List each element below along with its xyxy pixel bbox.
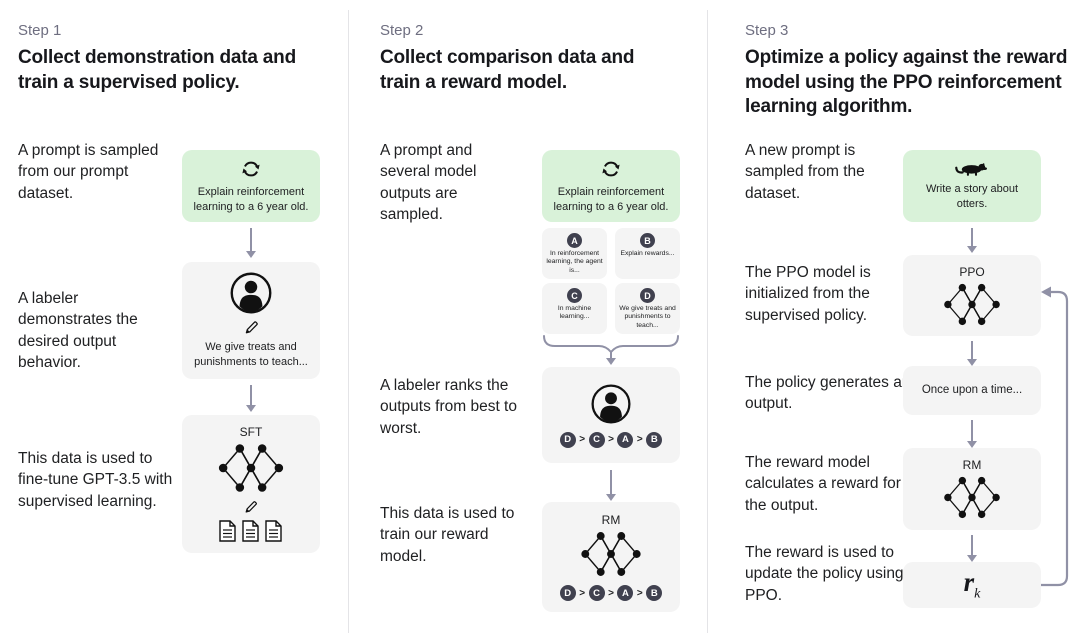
- step1-label: Step 1: [18, 22, 62, 39]
- step3-prompt-text: Write a story about otters.: [925, 182, 1019, 210]
- arrow-down-icon: [967, 341, 977, 366]
- rank-separator: >: [608, 434, 614, 445]
- step3-prompt-box: Write a story about otters.: [903, 150, 1041, 222]
- step2-ranking-box: D > C > A > B: [542, 367, 680, 463]
- rank-separator: >: [579, 434, 586, 445]
- rank-separator: >: [608, 587, 614, 599]
- arrow-down-icon: [967, 420, 977, 448]
- arrow-down-icon: [246, 385, 256, 412]
- rank-separator: >: [579, 587, 586, 599]
- labeler-person-icon: [230, 273, 272, 314]
- reward-symbol: r: [963, 567, 975, 598]
- step1-sft-box: SFT: [182, 415, 320, 553]
- cycle-icon: [242, 161, 260, 177]
- step1-labeler-text: We give treats and punishments to teach.…: [194, 341, 308, 368]
- step2-prompt-text: Explain reinforcement learning to a 6 ye…: [553, 185, 669, 213]
- step1-text-finetune: This data is used to fine-tune GPT-3.5 w…: [18, 450, 173, 510]
- step3-text-update-policy: The reward is used to update the policy …: [745, 544, 904, 604]
- rank-chip: D: [559, 585, 576, 601]
- rank-separator: >: [636, 587, 643, 599]
- sft-label: SFT: [239, 425, 263, 439]
- step1-column: Step 1 Collect demonstration data and tr…: [0, 0, 348, 643]
- step2-text-train-rm: This data is used to train our reward mo…: [380, 505, 515, 565]
- labeler-person-icon: [591, 383, 631, 424]
- step3-ppo-box: PPO: [903, 255, 1041, 336]
- step1-prompt-box: Explain reinforcement learning to a 6 ye…: [182, 150, 320, 222]
- column-divider-2: [707, 10, 708, 633]
- output-c-chip: C: [567, 288, 582, 303]
- column-divider-1: [348, 10, 349, 633]
- output-d-text: We give treats and punishments to teach.…: [619, 305, 676, 329]
- documents-icon: [219, 520, 282, 542]
- step2-title: Collect comparison data and train a rewa…: [380, 47, 635, 93]
- output-d-chip: D: [640, 288, 655, 303]
- ranking-row: D > C > A > B: [559, 585, 663, 601]
- step1-labeler-box: We give treats and punishments to teach.…: [182, 262, 320, 379]
- output-a-chip: A: [567, 233, 582, 248]
- step3-label: Step 3: [745, 22, 789, 39]
- arrow-down-icon: [606, 470, 616, 501]
- neural-network-icon: [944, 476, 1000, 519]
- output-a-box: A In reinforcement learning, the agent i…: [542, 228, 607, 279]
- rank-chip: B: [646, 585, 663, 601]
- feedback-loop-arrow: [1041, 286, 1069, 587]
- rank-chip: A: [617, 585, 634, 601]
- step3-column: Step 3 Optimize a policy against the rew…: [707, 0, 1080, 643]
- rank-separator: >: [636, 434, 643, 445]
- reward-value: rk: [964, 567, 981, 602]
- step1-text-prompt-sampled: A prompt is sampled from our prompt data…: [18, 142, 159, 202]
- step2-rm-box: RM D > C > A: [542, 502, 680, 612]
- pencil-icon: [245, 501, 257, 513]
- step3-text-new-prompt: A new prompt is sampled from the dataset…: [745, 142, 865, 202]
- step2-outputs-grid: A In reinforcement learning, the agent i…: [542, 228, 680, 334]
- neural-network-icon: [944, 283, 1000, 325]
- rank-chip: D: [559, 431, 576, 448]
- output-d-box: D We give treats and punishments to teac…: [615, 283, 680, 334]
- ppo-label: PPO: [959, 264, 985, 279]
- rm-label: RM: [962, 458, 982, 472]
- step1-title: Collect demonstration data and train a s…: [18, 47, 296, 93]
- step2-text-outputs-sampled: A prompt and several model outputs are s…: [380, 142, 477, 224]
- output-a-text: In reinforcement learning, the agent is.…: [546, 250, 603, 274]
- arrow-down-icon: [967, 535, 977, 562]
- output-b-box: B Explain rewards...: [615, 228, 680, 279]
- ranking-row: D > C > A > B: [559, 431, 663, 448]
- reward-subscript: k: [974, 586, 981, 602]
- rank-chip: C: [588, 585, 605, 601]
- neural-network-icon: [581, 532, 641, 576]
- step3-reward-box: rk: [903, 562, 1041, 608]
- step3-title: Optimize a policy against the reward mod…: [745, 47, 1068, 118]
- cycle-icon: [602, 161, 620, 177]
- rank-chip: A: [617, 431, 634, 448]
- arrow-down-icon: [967, 228, 977, 253]
- arrow-down-icon: [246, 228, 256, 258]
- neural-network-icon: [218, 444, 284, 492]
- pencil-icon: [245, 321, 258, 334]
- output-b-chip: B: [640, 233, 655, 248]
- brace-arrow-icon: [543, 335, 679, 365]
- step2-label: Step 2: [380, 22, 424, 39]
- rm-label: RM: [601, 513, 621, 527]
- rank-chip: C: [588, 431, 605, 448]
- step2-column: Step 2 Collect comparison data and train…: [348, 0, 707, 643]
- step3-output-box: Once upon a time...: [903, 366, 1041, 415]
- rank-chip: B: [646, 431, 663, 448]
- step1-text-labeler-demonstrates: A labeler demonstrates the desired outpu…: [18, 290, 138, 372]
- step3-rm-box: RM: [903, 448, 1041, 530]
- output-b-text: Explain rewards...: [620, 250, 675, 257]
- step3-text-ppo-init: The PPO model is initialized from the su…: [745, 264, 871, 324]
- otter-icon: [955, 163, 987, 176]
- step1-prompt-text: Explain reinforcement learning to a 6 ye…: [193, 185, 309, 213]
- step3-output-text: Once upon a time...: [921, 383, 1023, 396]
- step2-text-labeler-ranks: A labeler ranks the outputs from best to…: [380, 377, 517, 437]
- output-c-box: C In machine learning...: [542, 283, 607, 334]
- step3-text-rm-reward: The reward model calculates a reward for…: [745, 454, 901, 514]
- step2-prompt-box: Explain reinforcement learning to a 6 ye…: [542, 150, 680, 222]
- output-c-text: In machine learning...: [557, 305, 592, 321]
- step3-text-policy-output: The policy generates an output.: [745, 374, 911, 413]
